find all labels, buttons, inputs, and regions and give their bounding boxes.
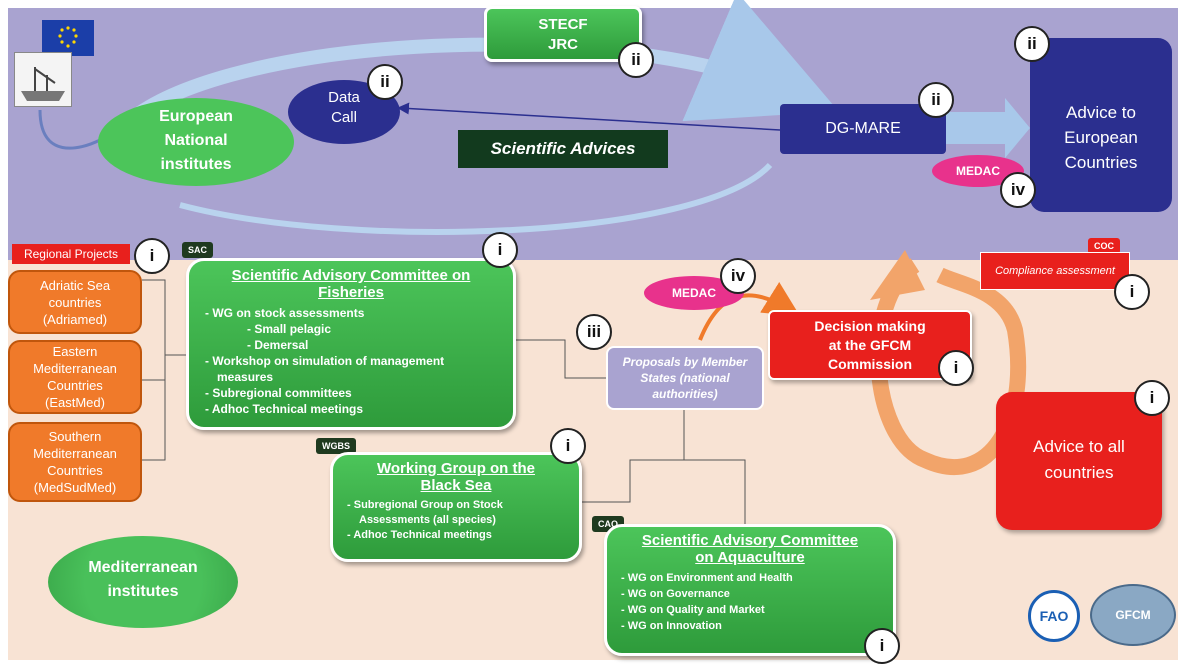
sac-subitem: Small pelagic <box>217 321 503 337</box>
marker-i-regional: i <box>134 238 170 274</box>
caq-title-line2: on Aquaculture <box>695 549 805 566</box>
marker-i-sac: i <box>482 232 518 268</box>
advice-european-box: Advice to European Countries <box>1030 38 1172 212</box>
marker-iv-medac-top: iv <box>1000 172 1036 208</box>
decision-cycle-head <box>870 250 925 300</box>
coc-tag: COC <box>1088 238 1120 254</box>
fao-logo-text: FAO <box>1039 608 1069 624</box>
decision-line3: Commission <box>827 356 912 372</box>
wgbs-item: Subregional Group on Stock Assessments (… <box>354 498 571 528</box>
scientific-advices-label: Scientific Advices <box>458 130 668 168</box>
fao-logo: FAO <box>1028 590 1080 642</box>
wgbs-tag: WGBS <box>316 438 356 454</box>
marker-i-wgbs: i <box>550 428 586 464</box>
eni-line3: institutes <box>160 156 232 173</box>
stecf-label: STECF <box>538 16 588 33</box>
sac-title-line2: Fisheries <box>318 284 384 301</box>
caq-title: Scientific Advisory Committee on Aquacul… <box>615 532 885 566</box>
caq-item: WG on Governance <box>628 586 885 602</box>
wgbs-title-line1: Working Group on the <box>376 460 536 477</box>
wgbs-title: Working Group on the Black Sea <box>341 460 571 494</box>
caq-title-line1: Scientific Advisory Committee <box>641 532 859 549</box>
marker-ii-data-call: ii <box>367 64 403 100</box>
advice-all-box: Advice to all countries <box>996 392 1162 530</box>
data-call-line1: Data <box>328 89 360 106</box>
gfcm-logo: GFCM <box>1090 584 1176 646</box>
med-inst-line1: Mediterranean <box>88 559 198 576</box>
advice-all-line1: Advice to all <box>1033 437 1125 456</box>
sac-tag: SAC <box>182 242 214 258</box>
sac-title: Scientific Advisory Committee on Fisheri… <box>199 267 503 301</box>
sac-items: WG on stock assessments Small pelagic De… <box>199 305 503 417</box>
dg-mare-box: DG-MARE <box>780 104 946 154</box>
eu-flag-icon <box>42 20 94 56</box>
regional-projects-label: Regional Projects <box>12 244 130 264</box>
proposals-down-line <box>580 410 746 524</box>
eni-line2: National <box>164 132 228 149</box>
marker-i-advice-all: i <box>1134 380 1170 416</box>
sac-item: WG on stock assessments <box>212 305 503 321</box>
sac-subitem: Demersal <box>217 337 503 353</box>
marker-i-coc: i <box>1114 274 1150 310</box>
adriamed-box: Adriatic Sea countries (Adriamed) <box>8 270 142 334</box>
marker-ii-dg-mare: ii <box>918 82 954 118</box>
caq-items: WG on Environment and Health WG on Gover… <box>615 570 885 634</box>
marker-iv-medac-bottom: iv <box>720 258 756 294</box>
upper-cycle-arrow <box>114 0 839 135</box>
advice-all-line2: countries <box>1044 463 1114 482</box>
fishing-boat-icon <box>14 52 72 107</box>
marker-i-caq: i <box>864 628 900 664</box>
marker-ii-stecf: ii <box>618 42 654 78</box>
med-inst-line2: institutes <box>107 583 179 600</box>
data-call-line2: Call <box>331 109 357 126</box>
regional-bracket <box>142 279 186 461</box>
dg-mare-to-advice-arrow <box>945 98 1030 158</box>
caq-box: Scientific Advisory Committee on Aquacul… <box>604 524 896 656</box>
marker-i-decision: i <box>938 350 974 386</box>
decision-line1: Decision making <box>814 318 926 334</box>
aec-line2: European <box>1064 128 1138 147</box>
sac-title-line1: Scientific Advisory Committee on <box>231 267 471 284</box>
eni-line1: European <box>159 108 233 125</box>
european-national-institutes: European National institutes <box>98 98 294 186</box>
sac-item: Adhoc Technical meetings <box>212 401 503 417</box>
jrc-label: JRC <box>547 36 578 53</box>
sac-box: Scientific Advisory Committee on Fisheri… <box>186 258 516 430</box>
stecf-jrc-box: STECF JRC <box>484 6 642 62</box>
sac-item: Subregional committees <box>212 385 503 401</box>
wgbs-box: Working Group on the Black Sea Subregion… <box>330 452 582 562</box>
aec-line3: Countries <box>1064 153 1138 172</box>
marker-iii-proposals: iii <box>576 314 612 350</box>
sac-item: Workshop on simulation of management mea… <box>212 353 503 385</box>
wgbs-items: Subregional Group on Stock Assessments (… <box>341 498 571 543</box>
aec-line1: Advice to <box>1066 103 1136 122</box>
wgbs-item: Adhoc Technical meetings <box>353 528 571 543</box>
sac-proposals-line <box>515 339 606 379</box>
decision-line2: at the GFCM <box>828 337 912 353</box>
wgbs-title-line2: Black Sea <box>420 477 492 494</box>
compliance-assessment-box: Compliance assessment <box>980 252 1130 290</box>
data-call-arrow <box>397 102 781 131</box>
mediterranean-institutes: Mediterranean institutes <box>48 536 238 628</box>
proposals-box: Proposals by Member States (national aut… <box>606 346 764 410</box>
caq-item: WG on Innovation <box>628 618 885 634</box>
boat-arrow <box>38 109 101 150</box>
marker-ii-advice-eu: ii <box>1014 26 1050 62</box>
gfcm-logo-text: GFCM <box>1115 608 1151 622</box>
lower-cycle-arrow <box>179 162 773 235</box>
eastmed-box: Eastern Mediterranean Countries (EastMed… <box>8 340 142 414</box>
medsudmed-box: Southern Mediterranean Countries (MedSud… <box>8 422 142 502</box>
caq-item: WG on Environment and Health <box>628 570 885 586</box>
caq-item: WG on Quality and Market <box>628 602 885 618</box>
